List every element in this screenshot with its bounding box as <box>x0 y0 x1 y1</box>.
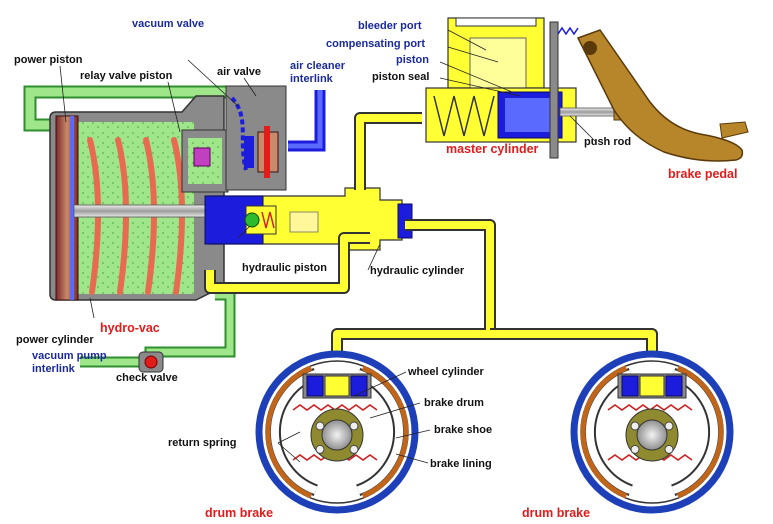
label-master-cylinder: master cylinder <box>446 142 539 156</box>
power-cylinder <box>49 95 225 301</box>
air-cleaner-pipe <box>288 90 326 152</box>
brake-lining-left <box>580 365 628 499</box>
wheel-stud <box>664 421 674 431</box>
label-air-valve: air valve <box>217 66 262 78</box>
relay-valve-body <box>181 85 287 193</box>
wheel-stud <box>315 444 325 454</box>
label-vacuum-pump-interlink: interlink <box>32 363 75 375</box>
wheel-hub <box>636 419 668 451</box>
label-brake-pedal: brake pedal <box>668 167 738 181</box>
brake-shoe-left-inner <box>585 369 633 495</box>
label-drum-brake-right: drum brake <box>522 506 591 520</box>
drum-brake-left <box>255 350 419 514</box>
vacuum-line-bottom <box>80 289 236 368</box>
wheel-stud <box>315 421 325 431</box>
brake-lining-right <box>676 365 724 499</box>
label-hydro-vac: hydro-vac <box>100 321 160 335</box>
master-cylinder <box>425 17 577 159</box>
check-valve <box>138 351 164 373</box>
label-brake-lining: brake lining <box>430 458 492 470</box>
label-drum-brake-left: drum brake <box>205 506 274 520</box>
label-brake-shoe: brake shoe <box>434 424 493 436</box>
wheel-cylinder-piston-left <box>306 375 324 397</box>
label-check-valve: check valve <box>116 372 178 384</box>
wheel-stud <box>349 421 359 431</box>
leader-lines <box>59 29 597 464</box>
wheel-cylinder-piston-right <box>350 375 368 397</box>
wheel-cylinder-piston-left <box>621 375 639 397</box>
brake-pedal <box>557 26 749 162</box>
hydraulic-cylinder <box>204 187 413 251</box>
wheel-cylinder-piston-right <box>665 375 683 397</box>
brake-lining-right <box>361 365 409 499</box>
label-piston: piston <box>396 54 429 66</box>
wheel-stud <box>630 421 640 431</box>
drum-brake-right <box>570 350 734 514</box>
brake-lining-left <box>265 365 313 499</box>
label-relay-valve-piston: relay valve piston <box>80 70 173 82</box>
label-hydraulic-piston: hydraulic piston <box>242 262 327 274</box>
wheel-stud <box>630 444 640 454</box>
label-bleeder-port: bleeder port <box>358 20 422 32</box>
wheel-hub <box>321 419 353 451</box>
label-hydraulic-cylinder: hydraulic cylinder <box>370 265 465 277</box>
label-power-piston: power piston <box>14 54 83 66</box>
label-vacuum-valve: vacuum valve <box>132 18 205 30</box>
wheel-cylinder-fluid <box>639 375 665 397</box>
brake-shoe-left-inner <box>270 369 318 495</box>
label-vacuum-pump: vacuum pump <box>32 350 107 362</box>
label-wheel-cylinder: wheel cylinder <box>408 366 484 378</box>
wheel-stud <box>664 444 674 454</box>
wheel-stud <box>349 444 359 454</box>
label-return-spring: return spring <box>168 437 237 449</box>
brake-shoe-right-inner <box>671 369 719 495</box>
wheel-cylinder-fluid <box>324 375 350 397</box>
label-push-rod: push rod <box>584 136 632 148</box>
brake-shoe-right-inner <box>356 369 404 495</box>
label-piston-seal: piston seal <box>372 71 430 83</box>
label-air-cleaner-interlink: interlink <box>290 73 333 85</box>
label-compensating-port: compensating port <box>326 38 426 50</box>
label-power-cylinder: power cylinder <box>16 334 94 346</box>
label-air-cleaner: air cleaner <box>290 60 346 72</box>
label-brake-drum: brake drum <box>424 397 484 409</box>
